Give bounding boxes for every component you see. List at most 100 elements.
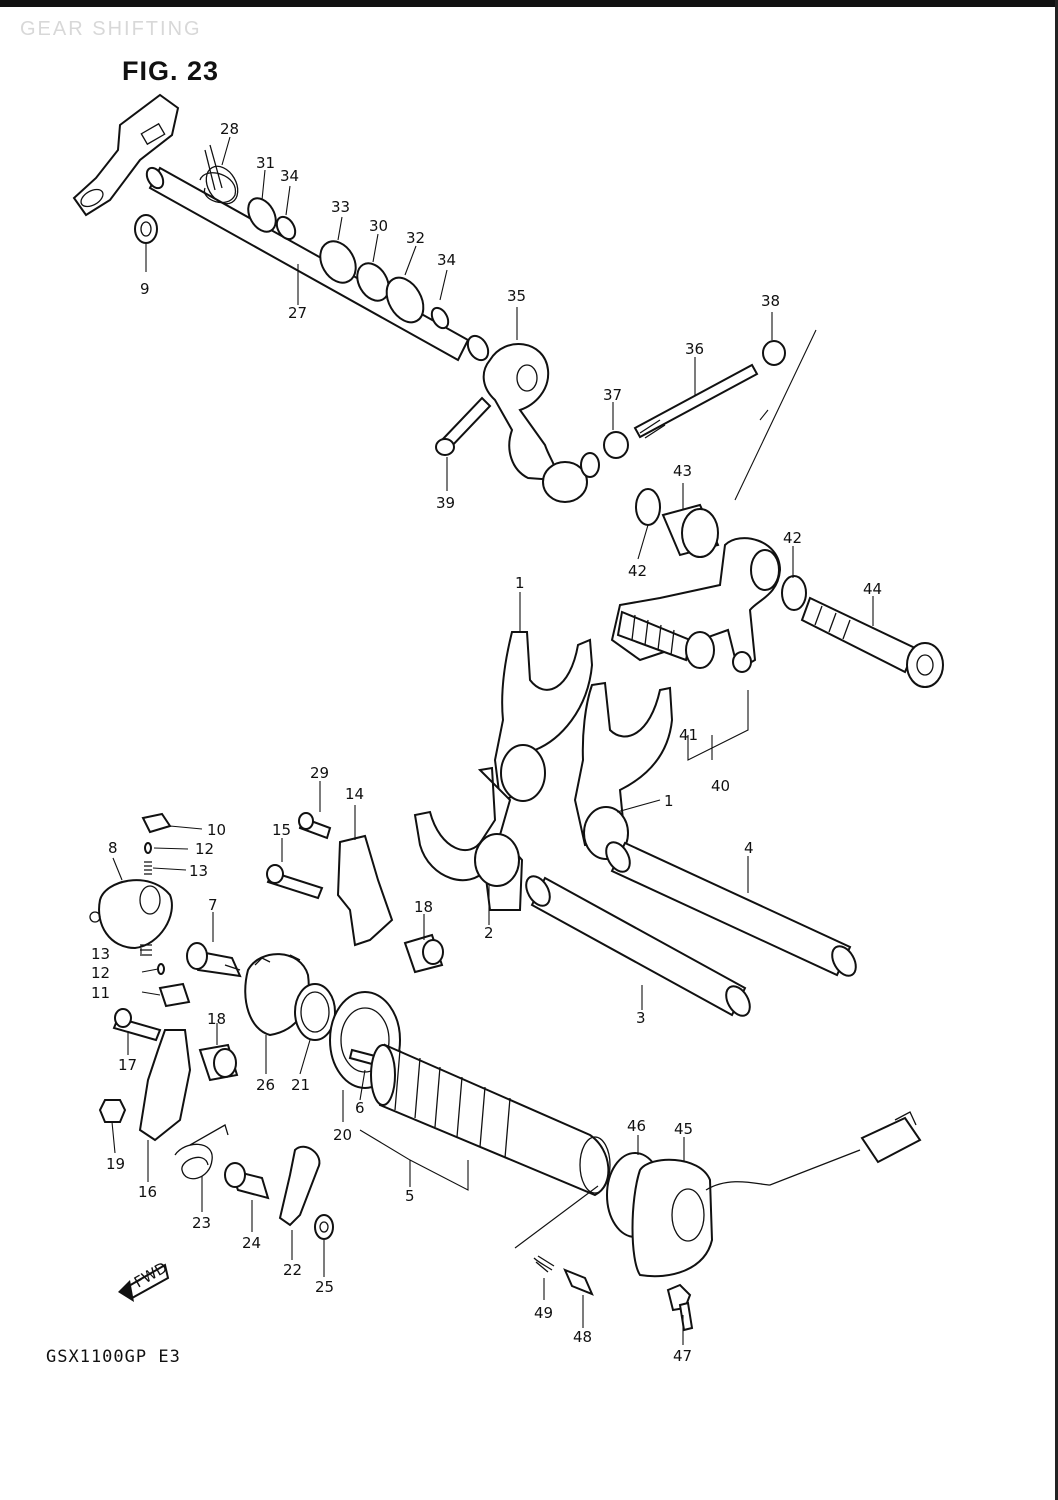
spring-49 [533, 1255, 555, 1273]
callout-48: 48 [573, 1328, 592, 1346]
cam-stopper-plate-14 [336, 834, 394, 947]
washer-25 [314, 1214, 334, 1240]
callout-33: 33 [331, 198, 350, 216]
callout-17: 17 [118, 1056, 137, 1074]
faint-section-title: GEAR SHIFTING [20, 18, 202, 40]
figure-title: FIG. 23 [122, 56, 220, 86]
cam-stopper-housing-8 [89, 879, 173, 950]
callout-31: 31 [256, 154, 275, 172]
bolt-29 [298, 812, 332, 840]
callout-44: 44 [863, 580, 882, 598]
callout-43: 43 [673, 462, 692, 480]
callout-15: 15 [272, 821, 291, 839]
nut-38 [762, 340, 786, 366]
callout-22: 22 [283, 1261, 302, 1279]
callout-2: 2 [484, 924, 494, 942]
gear-shift-arm [482, 343, 600, 503]
o-ring-12-lower [157, 963, 165, 975]
callout-35: 35 [507, 287, 526, 305]
callout-47: 47 [673, 1347, 692, 1365]
callout-24: 24 [242, 1234, 261, 1252]
o-ring-12 [144, 842, 152, 854]
switch-connector [860, 1111, 922, 1164]
spring-23 [174, 1124, 229, 1180]
gear-shift-fork-1-lower [573, 681, 674, 860]
callout-10: 10 [207, 821, 226, 839]
cam-stopper-lever-16 [138, 1029, 192, 1142]
callout-30: 30 [369, 217, 388, 235]
gear-shift-lever [610, 537, 782, 673]
callout-38: 38 [761, 292, 780, 310]
callout-9: 9 [140, 280, 150, 298]
callout-13: 13 [91, 945, 110, 963]
callout-27: 27 [288, 304, 307, 322]
scan-border-top [0, 0, 1058, 7]
callout-1: 1 [515, 574, 525, 592]
callout-32: 32 [406, 229, 425, 247]
callout-labels: 28 31 34 33 30 32 34 9 27 35 36 38 37 39… [91, 120, 882, 1365]
callout-34: 34 [280, 167, 299, 185]
pin-7 [186, 942, 242, 978]
callout-12: 12 [195, 840, 214, 858]
callout-42: 42 [628, 562, 647, 580]
bush-18-upper [403, 933, 444, 974]
callout-4: 4 [744, 839, 754, 857]
shift-shaft [145, 166, 470, 362]
cam-stopper-22 [278, 1145, 321, 1227]
callout-16: 16 [138, 1183, 157, 1201]
callout-28: 28 [220, 120, 239, 138]
callout-18: 18 [414, 898, 433, 916]
callout-41: 41 [679, 726, 698, 744]
leader-lines [111, 136, 874, 1345]
assembly-guide-line [734, 329, 817, 501]
callout-7: 7 [208, 896, 218, 914]
callout-26: 26 [256, 1076, 275, 1094]
callout-6: 6 [355, 1099, 365, 1117]
gear-shift-cam-5 [370, 1043, 611, 1197]
bush-18-lower [198, 1043, 239, 1082]
bush-43 [661, 503, 720, 558]
nut-37 [603, 431, 629, 459]
callout-21: 21 [291, 1076, 310, 1094]
callout-34: 34 [437, 251, 456, 269]
callout-11: 11 [91, 984, 110, 1002]
bolt-47 [666, 1283, 694, 1332]
callout-42: 42 [783, 529, 802, 547]
gearshift-link-rod [633, 363, 759, 439]
gear-shift-fork-1-upper [493, 631, 594, 802]
bolt-17 [112, 1008, 162, 1042]
callout-39: 39 [436, 494, 455, 512]
callout-25: 25 [315, 1278, 334, 1296]
callout-49: 49 [534, 1304, 553, 1322]
clip-11 [158, 982, 191, 1008]
callout-13: 13 [189, 862, 208, 880]
callout-3: 3 [636, 1009, 646, 1027]
gear-shift-fork-2 [413, 766, 524, 911]
callout-37: 37 [603, 386, 622, 404]
callout-18: 18 [207, 1010, 226, 1028]
neutral-switch-45 [631, 1158, 714, 1278]
callout-46: 46 [627, 1117, 646, 1135]
switch-contact-48 [563, 1268, 594, 1296]
bolt-39 [435, 396, 492, 456]
nut-19 [98, 1099, 127, 1123]
spring-13-lower [140, 944, 152, 956]
callout-29: 29 [310, 764, 329, 782]
fork-shaft-3 [525, 875, 751, 1017]
cam-stopper-pad-10 [141, 812, 172, 834]
callout-1: 1 [664, 792, 674, 810]
spring-13 [144, 861, 152, 875]
switch-guide-line [514, 1185, 599, 1249]
callout-12: 12 [91, 964, 110, 982]
callout-14: 14 [345, 785, 364, 803]
return-spring [199, 144, 239, 205]
switch-lead-wire [705, 1149, 861, 1191]
scan-border-right [1055, 0, 1058, 1500]
model-code: GSX1100GP E3 [46, 1347, 181, 1367]
shift-lever-plate [72, 93, 180, 217]
washer-9 [134, 214, 158, 244]
callout-36: 36 [685, 340, 704, 358]
callout-20: 20 [333, 1126, 352, 1144]
